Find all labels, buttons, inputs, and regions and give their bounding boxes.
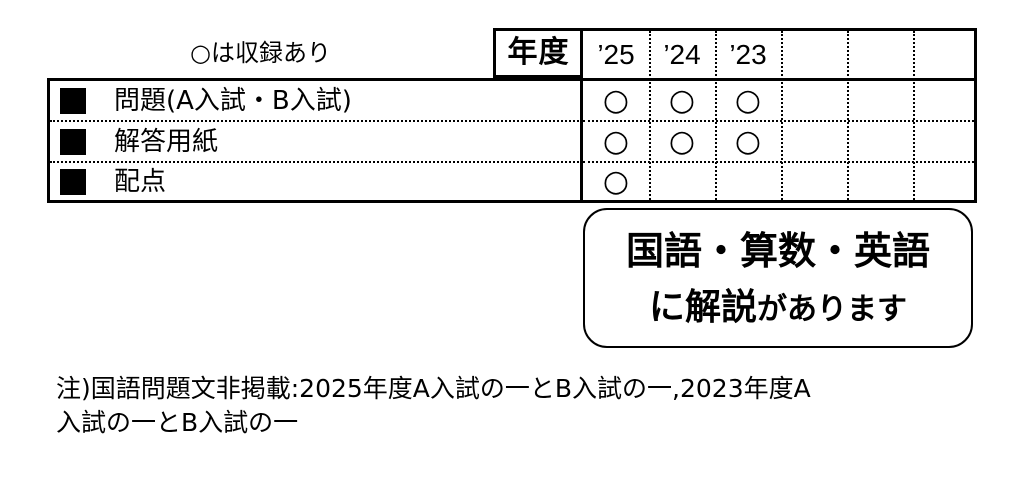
item-label: 問題(A入試・B入試) [114, 86, 352, 116]
footnote-line-2: 入試の一とB入試の一 [56, 408, 299, 437]
item-label: 配点 [114, 167, 167, 197]
item-row-answer-sheet: 解答用紙 [50, 122, 583, 162]
legend: ○は収録あり [190, 34, 370, 72]
header-divider [583, 78, 974, 81]
black-square-icon [60, 88, 86, 114]
explanation-callout: 国語・算数・英語 に解説があります [583, 208, 973, 348]
mark-cell: ○ [602, 124, 630, 159]
item-row-problems: 問題(A入試・B入試) [50, 81, 583, 121]
item-label: 解答用紙 [114, 127, 219, 157]
column-divider [913, 31, 915, 200]
black-square-icon [60, 169, 86, 195]
mark-cell: ○ [602, 164, 630, 199]
year-2023: ’23 [729, 39, 767, 70]
mark-cell: ○ [734, 124, 762, 159]
black-square-icon [60, 129, 86, 155]
column-divider [781, 31, 783, 200]
footnote-line-1: 注)国語問題文非掲載:2025年度A入試の一とB入試の一,2023年度A [56, 374, 811, 403]
column-divider [715, 31, 717, 200]
legend-circle: ○ [190, 39, 211, 67]
mark-cell: ○ [668, 83, 696, 118]
item-list: 問題(A入試・B入試) 解答用紙 配点 [47, 78, 583, 203]
year-2025: ’25 [597, 39, 635, 70]
row-divider [583, 161, 974, 163]
mark-cell: ○ [602, 83, 630, 118]
item-row-points: 配点 [50, 162, 583, 202]
year-2024: ’24 [663, 39, 701, 70]
year-header-label: 年度 [493, 28, 581, 78]
row-divider [583, 120, 974, 122]
callout-rest: があります [757, 292, 907, 327]
row-divider [50, 120, 583, 122]
mark-cell: ○ [668, 124, 696, 159]
legend-text: は収録あり [210, 39, 331, 67]
callout-emphasis: に解説 [648, 287, 757, 328]
mark-cell: ○ [734, 83, 762, 118]
callout-subjects: 国語・算数・英語 [625, 229, 930, 273]
footnote: 注)国語問題文非掲載:2025年度A入試の一とB入試の一,2023年度A 入試の… [56, 372, 976, 440]
row-divider [50, 161, 583, 163]
availability-grid: ’25 ’24 ’23 ○ ○ ○ ○ ○ ○ ○ [580, 28, 977, 203]
column-divider [847, 31, 849, 200]
callout-explanation: に解説があります [585, 284, 971, 334]
column-divider [649, 31, 651, 200]
